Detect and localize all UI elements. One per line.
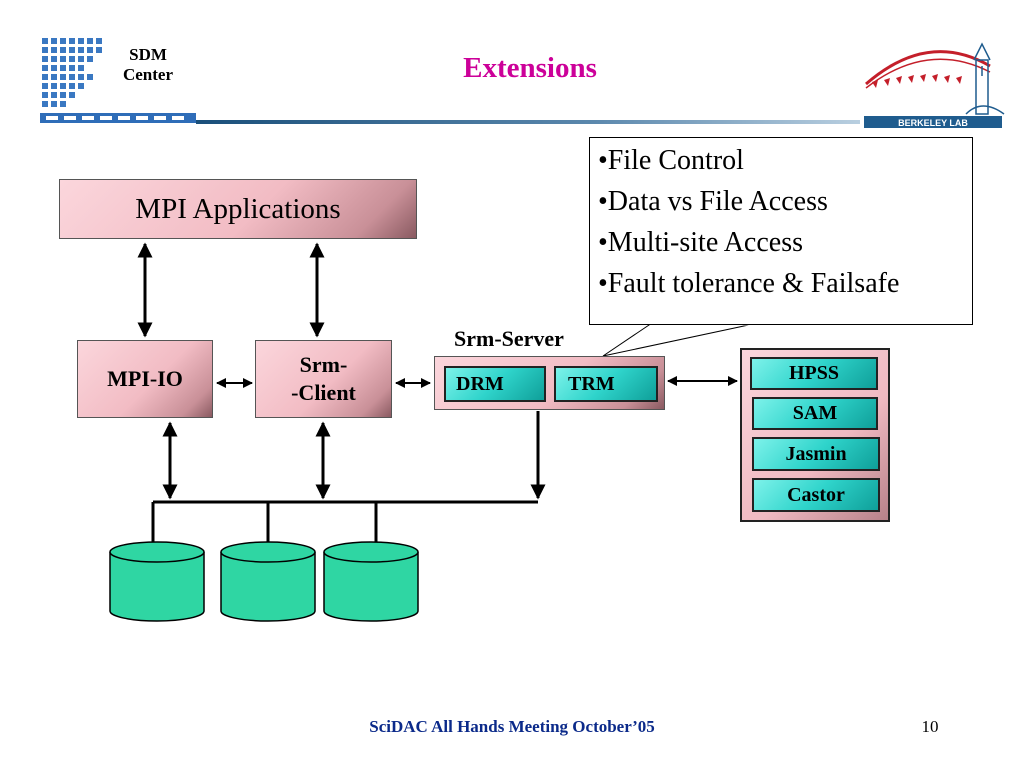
srm-client-box: Srm- -Client — [255, 340, 392, 418]
sdm-label-line1: SDM — [129, 45, 167, 64]
footer-text: SciDAC All Hands Meeting October’05 — [369, 717, 655, 736]
storage-jasmin: Jasmin — [752, 437, 880, 471]
callout-bullet: •Fault tolerance & Failsafe — [598, 268, 900, 299]
callout-bullet: •File Control — [598, 145, 744, 176]
disk-2 — [220, 541, 316, 622]
mpi-applications-box: MPI Applications — [59, 179, 417, 239]
sdm-label-line2: Center — [122, 65, 174, 84]
page-number: 10 — [921, 717, 939, 736]
callout-pointer — [602, 322, 759, 357]
berkeley-lab-logo: BERKELEY LAB — [864, 42, 1005, 128]
features-callout: •File Control •Data vs File Access •Mult… — [589, 137, 973, 325]
storage-sam: SAM — [752, 397, 878, 430]
srm-server-label: Srm-Server — [454, 326, 564, 351]
slide-title: Extensions — [463, 52, 597, 84]
sdm-center-logo — [40, 38, 196, 123]
storage-hpss: HPSS — [750, 357, 878, 390]
mpi-io-box: MPI-IO — [77, 340, 213, 418]
sdm-center-label: SDM Center — [108, 45, 188, 85]
callout-bullet: •Data vs File Access — [598, 186, 828, 217]
srm-client-line2: -Client — [291, 380, 356, 405]
drm-box: DRM — [444, 366, 546, 402]
storage-castor: Castor — [752, 478, 880, 512]
header-divider — [196, 120, 860, 124]
callout-bullet: •Multi-site Access — [598, 227, 803, 258]
srm-client-line1: Srm- — [299, 352, 348, 377]
disk-3 — [323, 541, 419, 622]
berkeley-lab-text: BERKELEY LAB — [898, 118, 968, 128]
trm-box: TRM — [554, 366, 658, 402]
disk-1 — [109, 541, 205, 622]
